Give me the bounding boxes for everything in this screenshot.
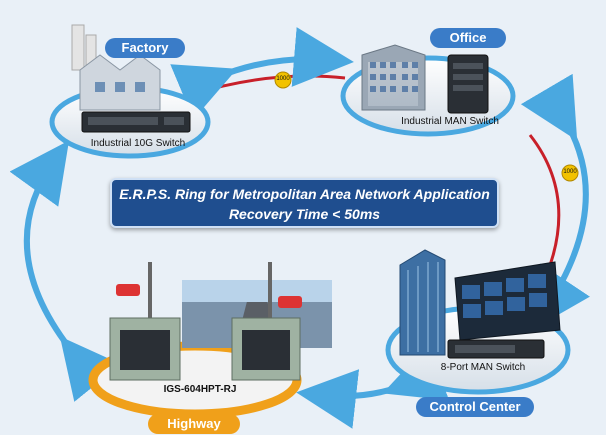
diagram-title-line1: E.R.P.S. Ring for Metropolitan Area Netw…	[119, 186, 490, 202]
factory-device-label: Industrial 10G Switch	[90, 138, 186, 149]
camera-pole-icon	[116, 262, 302, 322]
factory-building-icon	[71, 24, 161, 111]
control-center-label: Control Center	[416, 397, 534, 417]
ring-link-factory-office	[189, 74, 346, 97]
arrow-factory-office	[170, 27, 354, 120]
link-badge-circle	[274, 71, 292, 89]
diagram-title: E.R.P.S. Ring for Metropolitan Area Netw…	[110, 178, 499, 228]
8-port-man-switch-icon	[447, 339, 545, 359]
link-badge-label: 1000	[563, 169, 577, 175]
arrow-office-control	[520, 73, 590, 330]
highway-device-label: IGS-604HPT-RJ	[163, 384, 237, 395]
control-center-tower-icon	[399, 249, 446, 356]
office-building-icon	[361, 44, 426, 111]
arrow-highway-factory	[9, 140, 121, 402]
arrow-control-highway	[296, 344, 450, 429]
factory-label: Factory	[105, 38, 185, 58]
highway-label: Highway	[148, 414, 240, 434]
link-badge-label: 1000	[276, 76, 290, 82]
diagram-title-line2: Recovery Time < 50ms	[228, 206, 381, 222]
office-label: Office	[430, 28, 506, 48]
igs-604hpt-rj-enclosure-icon	[109, 317, 301, 381]
office-device-label: Industrial MAN Switch	[401, 116, 499, 127]
control-center-device-label: 8-Port MAN Switch	[440, 362, 526, 373]
link-badge-circle	[561, 164, 579, 182]
monitor-wall-icon	[454, 261, 561, 341]
industrial-man-switch-icon	[447, 54, 489, 114]
industrial-10g-switch-icon	[81, 111, 191, 133]
